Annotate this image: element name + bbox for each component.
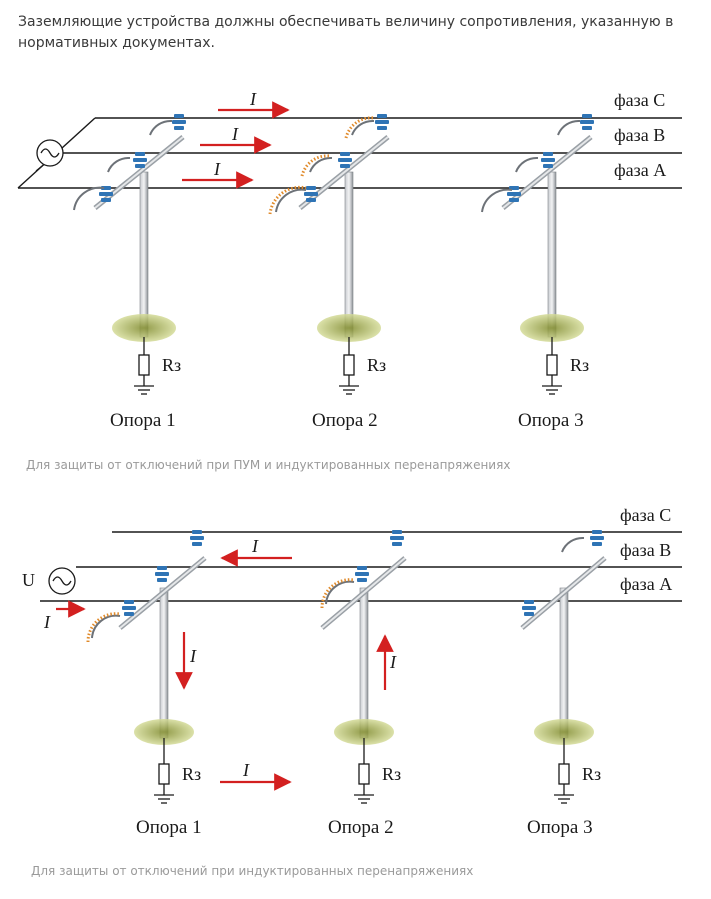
- arrester-icon: [325, 580, 355, 605]
- resistor-label-1: Rз: [182, 764, 201, 784]
- support-label-2: Опора 2: [328, 817, 394, 838]
- source-label: U: [22, 570, 35, 590]
- current-label-pole-1: I: [189, 646, 197, 666]
- spark-icon: [268, 116, 375, 215]
- ac-source-icon: [36, 139, 64, 167]
- caption-figure-1: Для защиты от отключений при ПУМ и индук…: [26, 458, 511, 472]
- phase-a-label: фаза А: [620, 574, 672, 594]
- ground-resistor-1: [154, 738, 174, 804]
- support-label-3: Опора 3: [527, 817, 593, 838]
- resistor-label-1: Rз: [162, 355, 181, 375]
- current-label-ground: I: [242, 760, 250, 780]
- current-label-phase-b: I: [251, 536, 259, 556]
- spark-icon: [320, 578, 355, 609]
- insulator-icon: [304, 114, 389, 202]
- support-3: [520, 530, 607, 745]
- phase-b-label: фаза В: [614, 125, 665, 145]
- insulator-icon: [355, 530, 404, 582]
- support-3: [481, 114, 594, 342]
- diagram-1-svg: I I I фаза С фаза В фаза А: [17, 89, 682, 431]
- ground-patch: [520, 314, 584, 342]
- ground-patch: [534, 719, 594, 745]
- current-label-c: I: [249, 89, 257, 109]
- phase-c-label: фаза С: [614, 90, 665, 110]
- phase-a-label: фаза А: [614, 160, 666, 180]
- ground-resistor-2: [339, 337, 359, 395]
- support-label-1: Опора 1: [136, 817, 202, 838]
- arrester-icon: [275, 119, 375, 213]
- support-2: [320, 530, 407, 745]
- arrester-icon: [73, 119, 173, 211]
- ground-patch: [334, 719, 394, 745]
- phase-c-label: фаза С: [620, 505, 671, 525]
- resistor-label-2: Rз: [367, 355, 386, 375]
- arrester-icon: [91, 614, 121, 639]
- intro-text: Заземляющие устройства должны обеспечива…: [18, 14, 674, 51]
- resistor-label-3: Rз: [582, 764, 601, 784]
- arrester-icon: [481, 119, 581, 213]
- support-label-2: Опора 2: [312, 410, 378, 431]
- current-label-pole-2: I: [389, 652, 397, 672]
- resistor-label-2: Rз: [382, 764, 401, 784]
- insulator-icon: [507, 114, 594, 202]
- ground-patch: [112, 314, 176, 342]
- insulator-icon: [522, 530, 604, 616]
- support-label-3: Опора 3: [518, 410, 584, 431]
- support-1: [73, 114, 186, 342]
- spark-icon: [86, 612, 121, 643]
- current-label-input: I: [43, 612, 51, 632]
- support-2: [268, 114, 390, 342]
- insulator-icon: [122, 530, 204, 616]
- ground-resistor-3: [554, 738, 574, 804]
- diagram-2-svg: U I I I I I фаза С фаза В фаза А: [22, 505, 682, 838]
- ground-resistor-2: [354, 738, 374, 804]
- ac-source-icon: [48, 567, 76, 595]
- support-1: [86, 530, 207, 745]
- ground-resistor-3: [542, 337, 562, 395]
- insulator-icon: [99, 114, 186, 202]
- current-label-b: I: [231, 124, 239, 144]
- resistor-label-3: Rз: [570, 355, 589, 375]
- current-label-a: I: [213, 159, 221, 179]
- phase-b-label: фаза В: [620, 540, 671, 560]
- arrester-icon: [561, 536, 585, 553]
- ground-patch: [317, 314, 381, 342]
- diagram-figure-1: I I I фаза С фаза В фаза А: [0, 80, 711, 444]
- diagram-figure-2: U I I I I I фаза С фаза В фаза А: [0, 500, 711, 849]
- ground-resistor-1: [134, 337, 154, 395]
- caption-figure-2: Для защиты от отключений при индуктирова…: [31, 864, 474, 878]
- support-label-1: Опора 1: [110, 410, 176, 431]
- ground-patch: [134, 719, 194, 745]
